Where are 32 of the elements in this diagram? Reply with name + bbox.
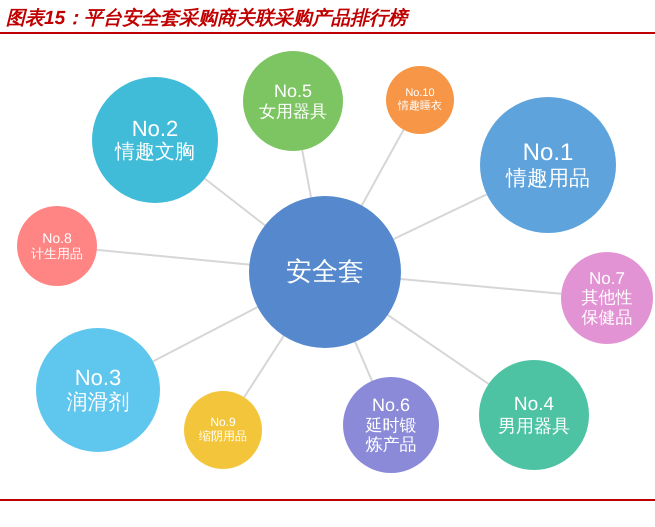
rank-label: No.3: [74, 365, 122, 391]
rank-label: No.7: [589, 268, 625, 288]
rank-label: No.4: [514, 394, 554, 416]
rank-label: No.9: [210, 416, 236, 430]
category-label: 情趣睡衣: [398, 100, 442, 113]
title: 图表15：平台安全套采购商关联采购产品排行榜: [6, 5, 408, 31]
category-label: 润滑剂: [66, 390, 130, 415]
rank-label: No.5: [274, 80, 312, 102]
category-label: 男用器具: [498, 416, 570, 436]
category-label: 女用器具: [259, 102, 327, 122]
connector-line: [354, 341, 373, 382]
rank-label: No.2: [132, 116, 178, 141]
connector-line: [204, 178, 266, 226]
connector-line: [360, 129, 404, 206]
connector-line: [393, 194, 488, 240]
rank-label: No.8: [42, 230, 72, 247]
category-label: 安全套: [286, 257, 364, 287]
rank-label: No.10: [405, 87, 435, 100]
connector-line: [243, 335, 285, 398]
rank-label: No.6: [372, 395, 410, 416]
connector-line: [387, 314, 490, 385]
connector-line: [301, 150, 312, 198]
connector-line: [96, 248, 250, 266]
category-label: 延时锻炼产品: [364, 416, 418, 455]
connector-line: [400, 278, 562, 295]
category-label: 其他性保健品: [580, 288, 634, 328]
category-label: 情趣文胸: [115, 141, 195, 164]
rank-label: No.1: [522, 139, 574, 167]
category-label: 计生用品: [31, 246, 83, 262]
category-label: 情趣用品: [506, 166, 590, 191]
category-label: 缩阴用品: [199, 430, 247, 444]
connector-line: [152, 306, 258, 362]
